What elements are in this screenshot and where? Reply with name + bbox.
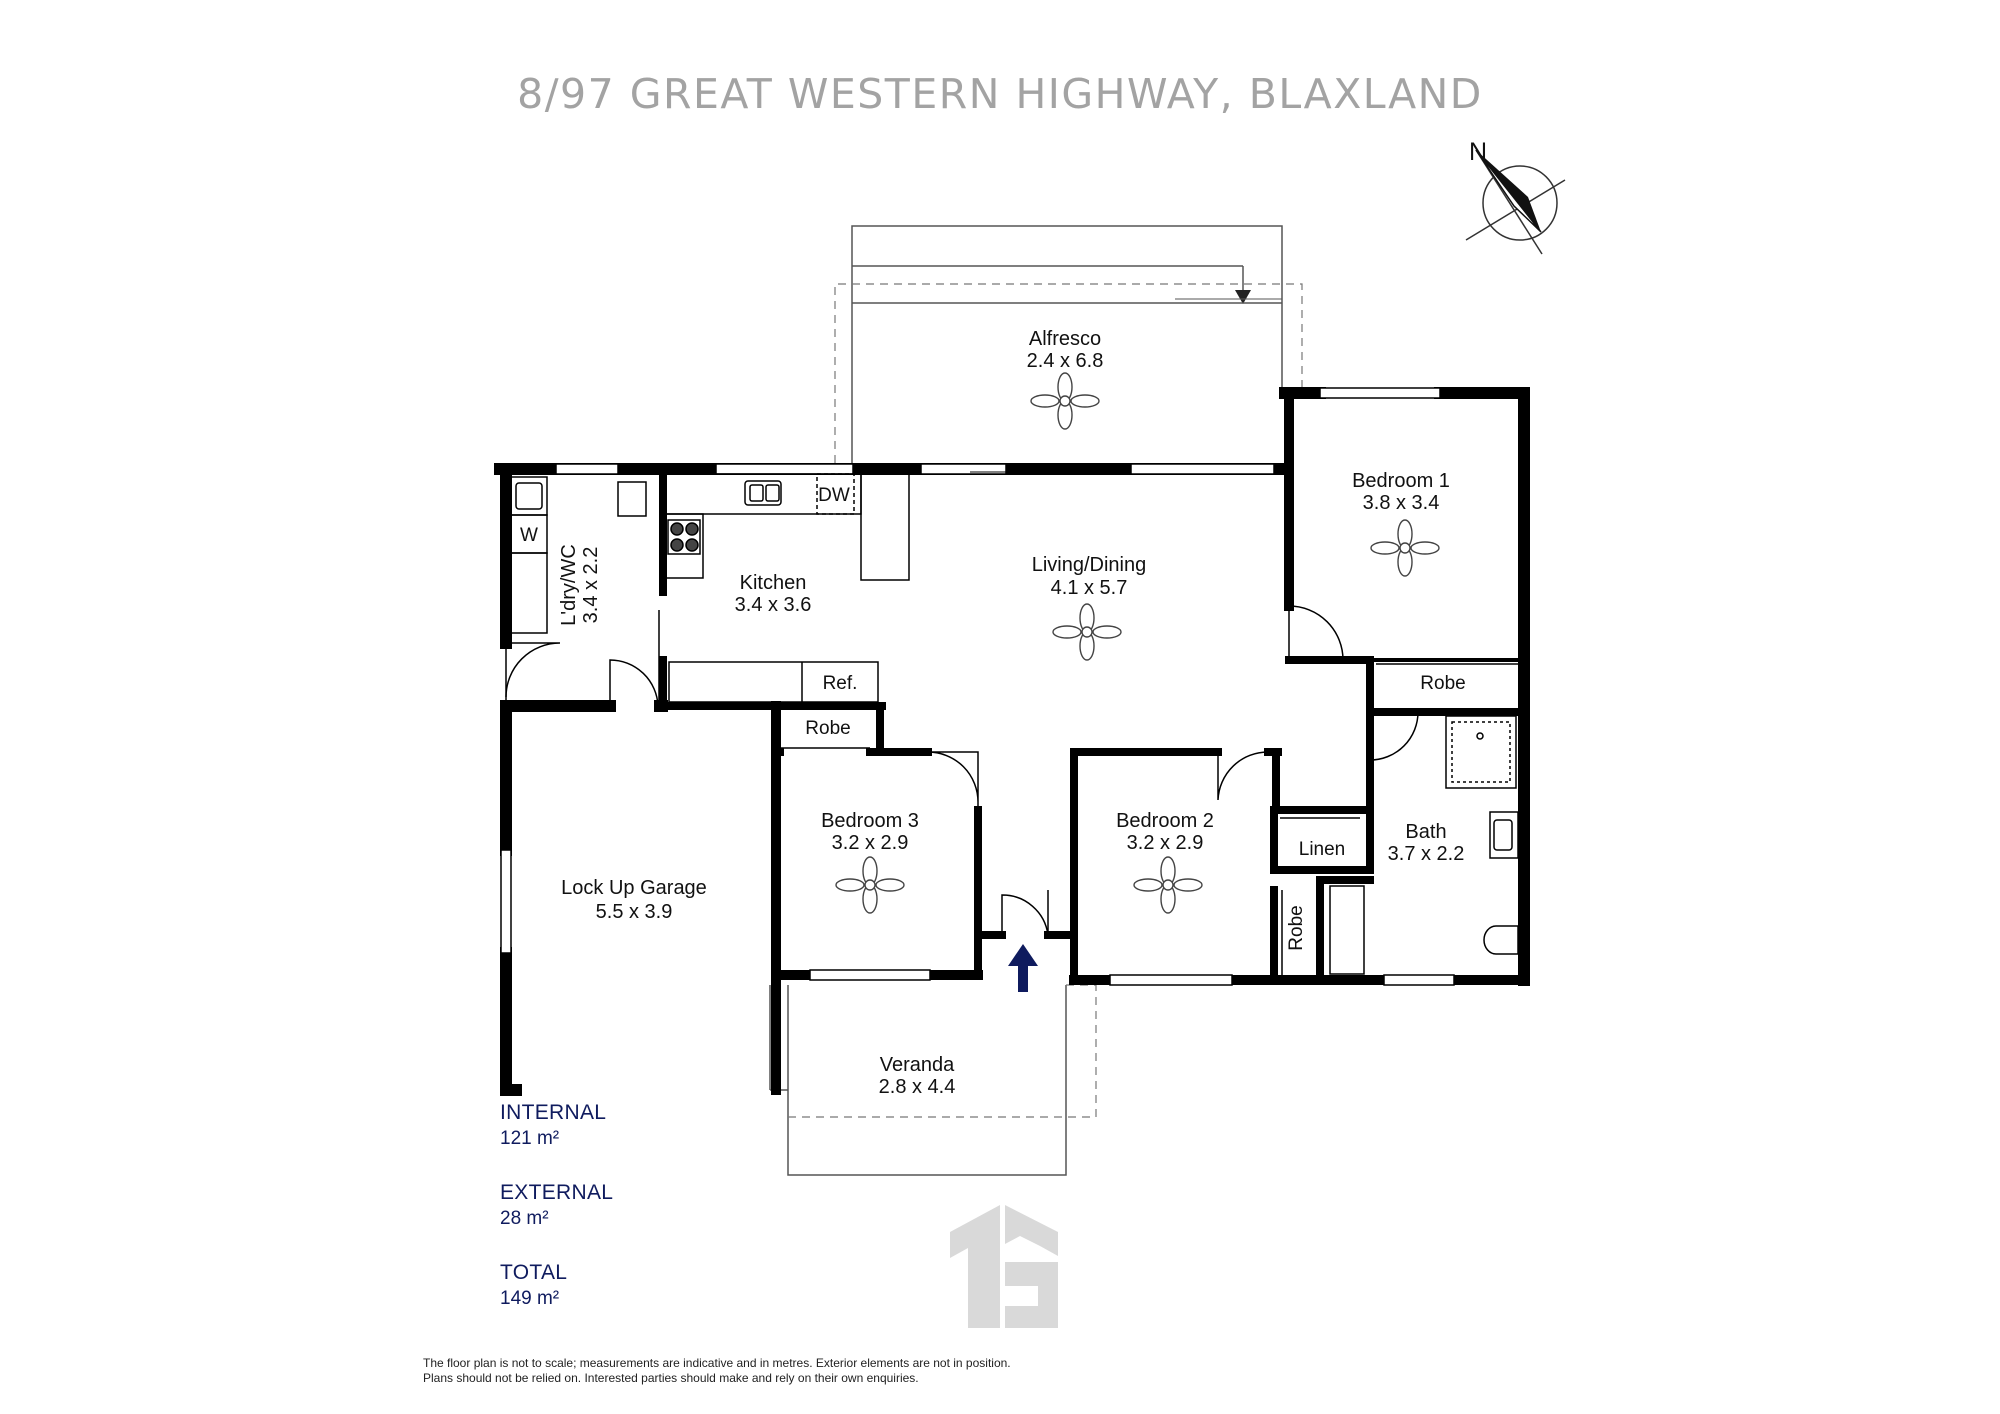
fixture-labels: DW W Ref. Robe Robe Linen Robe [520,485,1466,951]
robe-bedroom2-label: Robe [1286,905,1307,950]
doors [505,605,1419,936]
fridge-label: Ref. [823,673,858,694]
compass-north-icon: N [1465,138,1566,255]
room-veranda-name: Veranda [880,1054,955,1076]
room-living-name: Living/Dining [1032,554,1147,576]
room-laundry-size: 3.4 x 2.2 [580,547,602,624]
windows [500,387,1455,986]
room-kitchen-name: Kitchen [740,572,807,594]
linen-label: Linen [1299,839,1346,860]
room-bedroom3-size: 3.2 x 2.9 [832,832,909,854]
room-bedroom2-size: 3.2 x 2.9 [1127,832,1204,854]
area-internal-label: INTERNAL [500,1101,607,1124]
room-bedroom1-size: 3.8 x 3.4 [1363,492,1440,514]
room-bedroom2-name: Bedroom 2 [1116,810,1214,832]
area-summary: INTERNAL 121 m² EXTERNAL 28 m² TOTAL 149… [500,1100,800,1340]
ceiling-fan-icon [835,372,1440,914]
room-alfresco-name: Alfresco [1029,328,1101,350]
outdoor-outlines [769,225,1303,1176]
area-external-label: EXTERNAL [500,1181,614,1204]
dishwasher-label: DW [818,485,850,506]
room-bath-size: 3.7 x 2.2 [1388,843,1465,865]
logo-icon [950,1205,1058,1328]
kitchen-cabinets [510,473,910,703]
robe-bedroom1-label: Robe [1420,673,1465,694]
room-garage-name: Lock Up Garage [561,877,707,899]
robe-bedroom3-label: Robe [805,718,850,739]
disclaimer-line: The floor plan is not to scale; measurem… [423,1356,1011,1370]
room-laundry-name: L'dry/WC [558,544,580,626]
room-veranda-size: 2.8 x 4.4 [879,1076,956,1098]
bath-fixtures [780,663,1520,975]
room-bedroom1-name: Bedroom 1 [1352,470,1450,492]
walls [494,387,1530,1096]
area-internal-value: 121 m² [500,1128,560,1149]
room-bath-name: Bath [1405,821,1446,843]
room-garage-size: 5.5 x 3.9 [596,901,673,923]
room-bedroom3-name: Bedroom 3 [821,810,919,832]
room-living-size: 4.1 x 5.7 [1051,577,1128,599]
room-kitchen-size: 3.4 x 3.6 [735,594,812,616]
room-alfresco-size: 2.4 x 6.8 [1027,350,1104,372]
area-total-value: 149 m² [500,1288,560,1309]
disclaimer-line: Plans should not be relied on. Intereste… [423,1371,919,1385]
room-labels: Alfresco 2.4 x 6.8 Bedroom 1 3.8 x 3.4 L… [558,328,1464,1098]
area-external-value: 28 m² [500,1208,549,1229]
page-title: 8/97 GREAT WESTERN HIGHWAY, BLAXLAND [517,70,1483,118]
entry-arrow-icon [1008,944,1038,992]
area-total-label: TOTAL [500,1261,568,1284]
washer-label: W [520,525,538,546]
disclaimer: The floor plan is not to scale; measurem… [423,1356,1323,1386]
